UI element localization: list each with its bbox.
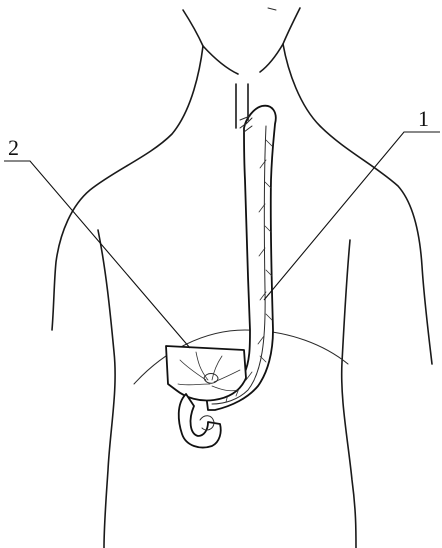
chin-line [268,8,276,10]
body-outline [52,8,432,548]
leader-line-2 [4,161,190,348]
right-arm-inner [342,240,356,548]
left-shoulder [52,46,203,330]
callout-2: 2 [4,135,190,348]
right-shoulder [283,44,432,364]
left-jaw-line [183,10,203,46]
neck-left [203,46,238,74]
neck-right [260,44,283,72]
callout-label-1: 1 [418,106,429,131]
right-jaw-line [283,8,300,44]
callout-label-2: 2 [8,135,19,160]
left-arm-inner [98,230,115,548]
callout-1: 1 [264,106,440,300]
